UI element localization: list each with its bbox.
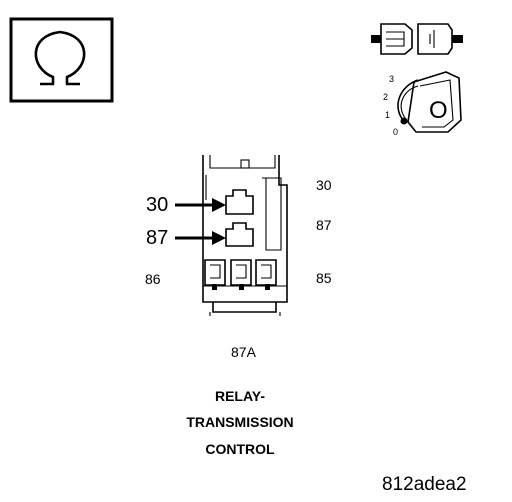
ignition-position-3: 3 (389, 74, 394, 84)
pin-label-87-arrow: 87 (146, 227, 168, 249)
pin-label-30-arrow: 30 (146, 194, 168, 216)
relay-body (202, 155, 288, 316)
ignition-position-0: 0 (393, 127, 398, 137)
arrow-30 (175, 198, 226, 212)
caption-line-1: RELAY- (215, 388, 265, 404)
figure-id: 812adea2 (382, 474, 467, 495)
terminal-30 (225, 189, 254, 215)
pin-label-30-right: 30 (316, 177, 332, 193)
terminal-87a (230, 259, 252, 290)
ignition-position-2: 2 (383, 92, 388, 102)
pin-label-85: 85 (316, 270, 332, 286)
caption-line-3: CONTROL (205, 441, 275, 457)
pin-label-87-right: 87 (316, 217, 332, 233)
ignition-position-1: 1 (385, 110, 390, 120)
pin-label-87a: 87A (231, 344, 257, 360)
pin-label-86: 86 (145, 271, 161, 287)
caption-line-2: TRANSMISSION (186, 414, 293, 430)
ohm-symbol-box (9, 17, 114, 103)
terminal-87 (225, 222, 254, 247)
terminal-85 (255, 259, 277, 290)
arrow-87 (175, 231, 226, 245)
terminal-86 (204, 259, 226, 290)
connector-icon (371, 23, 463, 55)
ignition-key-icon: 3 2 1 0 O (383, 71, 462, 137)
ignition-key-letter: O (429, 97, 448, 124)
